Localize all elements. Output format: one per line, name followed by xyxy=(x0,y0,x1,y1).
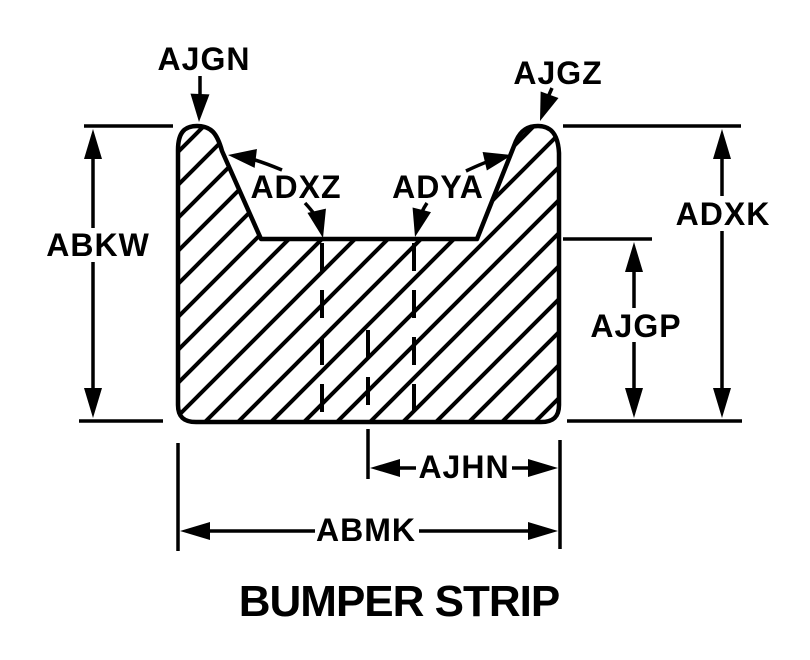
abkw-arrow-down xyxy=(84,388,102,418)
adxk-dimension: ADXK xyxy=(563,124,771,423)
adxz-callout: ADXZ xyxy=(226,145,341,241)
abmk-dimension: ABMK xyxy=(176,443,558,551)
adxk-label: ADXK xyxy=(676,196,771,232)
ajgz-leader-arrow xyxy=(531,91,559,125)
ajgn-callout: AJGN xyxy=(158,41,251,123)
abkw-label: ABKW xyxy=(46,227,150,263)
ajgp-arrow-up xyxy=(625,242,643,272)
adxk-arrow-up xyxy=(713,129,731,159)
abmk-arrow-left xyxy=(180,522,210,540)
ajgp-arrow-down xyxy=(625,388,643,418)
adxz-label: ADXZ xyxy=(250,169,341,205)
ajgz-label: AJGZ xyxy=(513,55,602,91)
abkw-arrow-up xyxy=(84,129,102,159)
ajhn-dimension: AJHN xyxy=(370,440,562,549)
abmk-arrow-right xyxy=(528,522,558,540)
drawing-title: BUMPER STRIP xyxy=(239,577,559,626)
adya-callout: ADYA xyxy=(392,145,515,240)
adxz-leader-arrow-floor xyxy=(307,208,333,241)
ajhn-arrow-right xyxy=(528,459,558,477)
ajhn-arrow-left xyxy=(370,459,400,477)
ajgn-leader-arrow xyxy=(189,93,210,123)
adya-leader-arrow-floor xyxy=(405,207,431,240)
adxk-arrow-down xyxy=(713,388,731,418)
ajgp-dimension: AJGP xyxy=(563,237,681,418)
ajgn-label: AJGN xyxy=(158,41,251,77)
part-cross-section xyxy=(175,123,562,425)
ajgp-label: AJGP xyxy=(590,308,681,344)
abmk-label: ABMK xyxy=(316,512,416,548)
abkw-dimension: ABKW xyxy=(46,124,173,423)
ajgz-callout: AJGZ xyxy=(513,55,602,125)
ajhn-label: AJHN xyxy=(418,449,509,485)
adya-label: ADYA xyxy=(392,169,484,205)
adxz-leader-arrow-slope xyxy=(226,145,257,168)
